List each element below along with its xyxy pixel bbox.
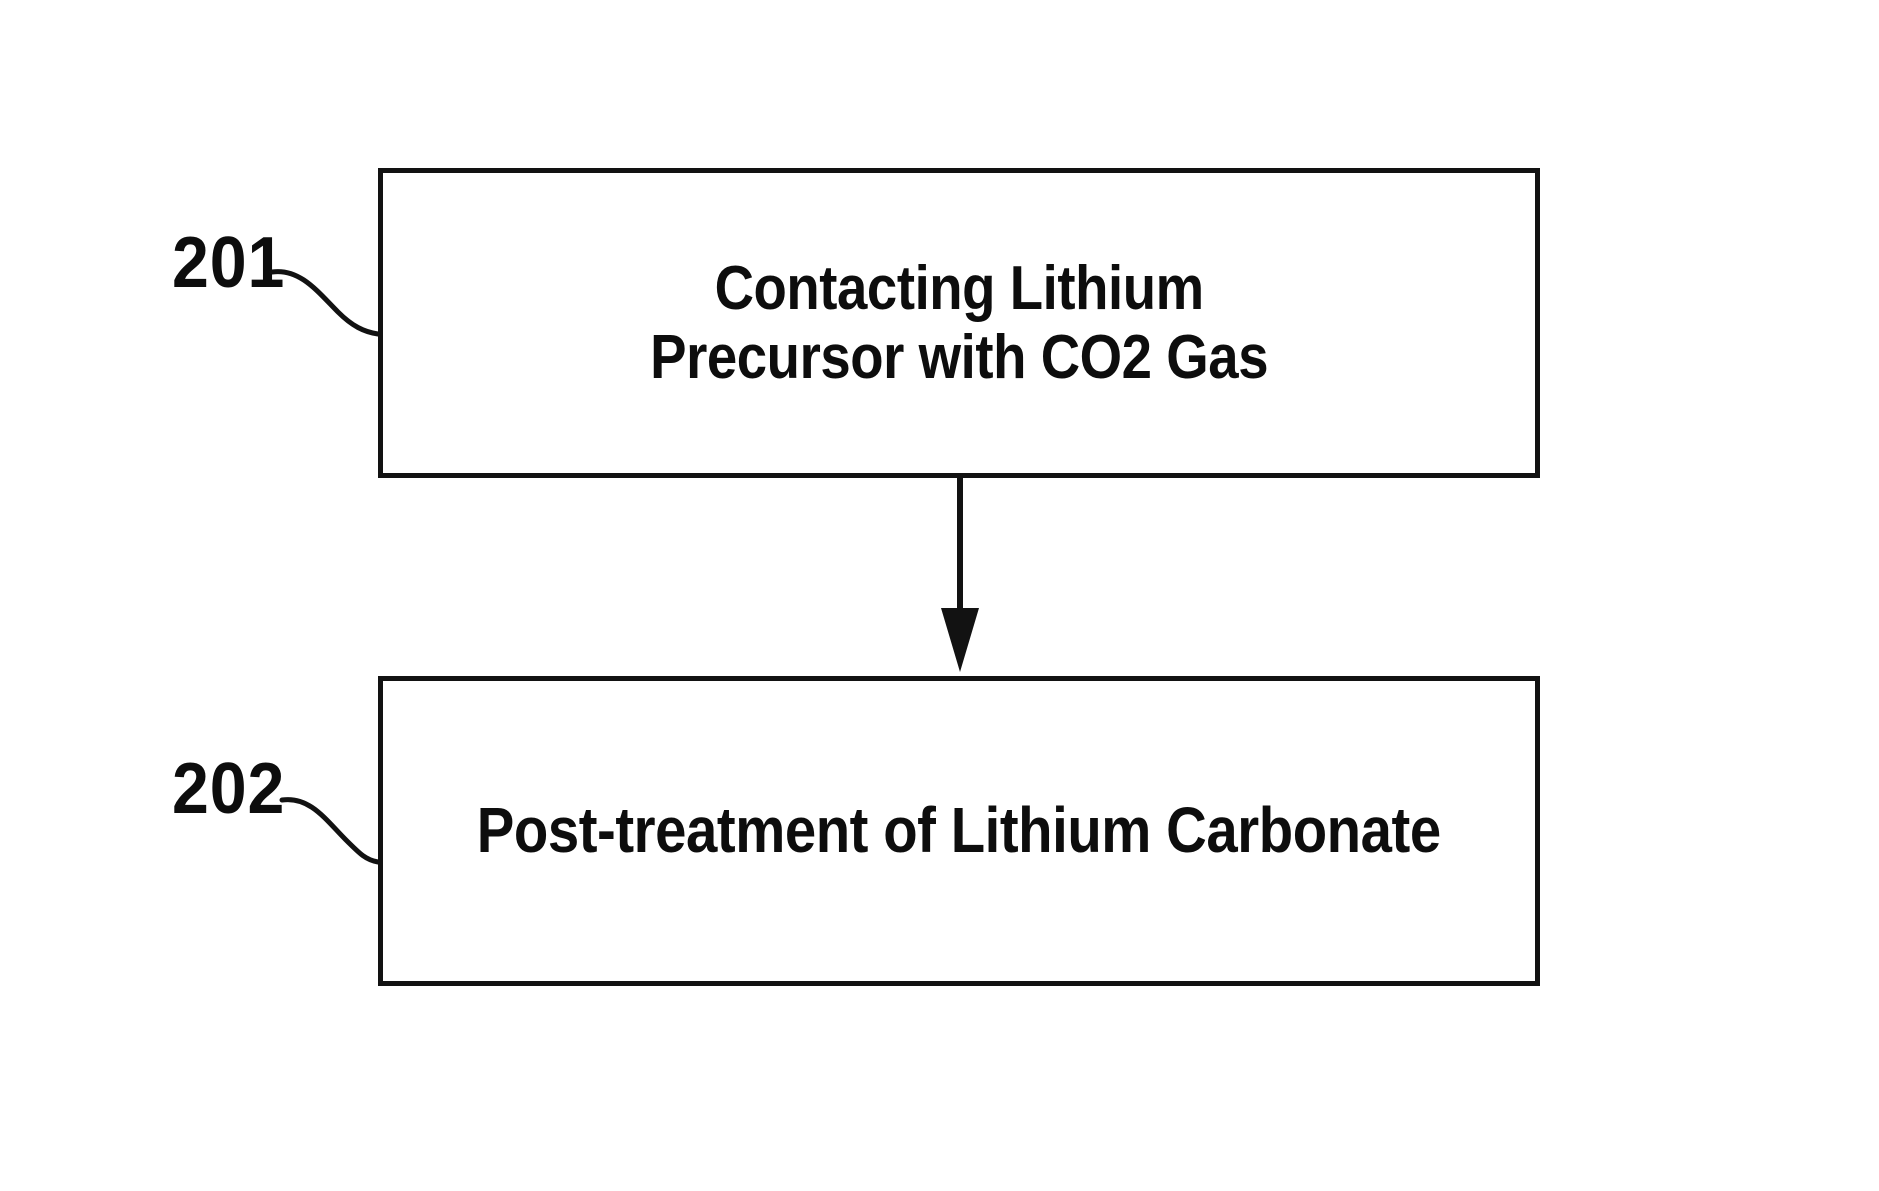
process-box-202: Post-treatment of Lithium Carbonate bbox=[378, 676, 1540, 986]
reference-numeral-201: 201 bbox=[172, 223, 286, 303]
process-box-201-label: Contacting Lithium Precursor with CO2 Ga… bbox=[650, 253, 1268, 392]
leader-line-201-icon bbox=[269, 269, 381, 337]
reference-numeral-202: 202 bbox=[172, 749, 286, 829]
process-box-201: Contacting Lithium Precursor with CO2 Ga… bbox=[378, 168, 1540, 478]
flow-arrow-head-icon bbox=[941, 608, 979, 672]
process-box-202-label: Post-treatment of Lithium Carbonate bbox=[477, 794, 1441, 867]
leader-line-202-icon bbox=[279, 797, 381, 865]
